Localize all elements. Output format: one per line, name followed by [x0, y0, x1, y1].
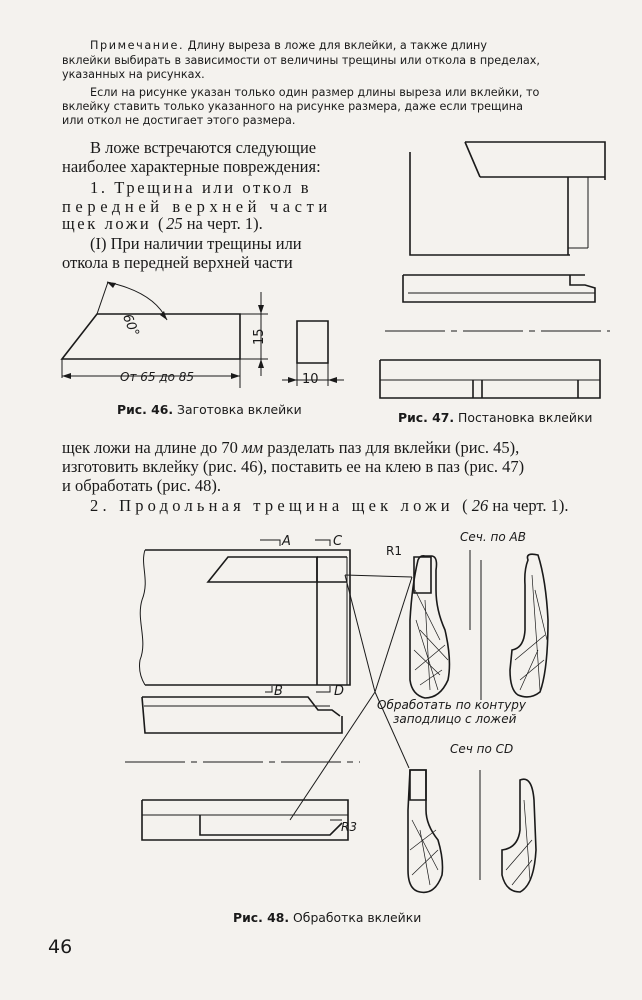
fig47-caption: Рис. 47. Постановка вклейки: [398, 410, 593, 425]
item1-line-1: 1. Трещина или откол в: [90, 178, 312, 197]
body-p1-line-2: наиболее характерные повреждения:: [62, 157, 321, 176]
figure-46: [50, 278, 360, 398]
body-p1-line-1: В ложе встречаются следующие: [90, 138, 317, 157]
fig48-section-ab: Сеч. по AB: [460, 530, 526, 544]
note-line-6: или откол не достигает этого размера.: [62, 114, 296, 127]
fig48-label-c: C: [333, 534, 343, 549]
figure-47: [370, 140, 620, 405]
fig48-label-d: D: [334, 684, 345, 699]
note-line-3: указанных на рисунках.: [62, 68, 205, 81]
fig48-label-r1: R1: [386, 544, 402, 558]
fig46-length-label: От 65 до 85: [120, 370, 195, 384]
body-p3-line-2: изготовить вклейку (рис. 46), поставить …: [62, 457, 525, 476]
figure-48: [120, 530, 600, 905]
note-line-1: Примечание. Длину выреза в ложе для вкле…: [90, 39, 487, 52]
body-p2-line-1: (I) При наличии трещины или: [90, 234, 302, 253]
fig48-label-a: A: [282, 534, 291, 549]
body-p3-line-3: и обработать (рис. 48).: [62, 476, 222, 495]
fig48-caption: Рис. 48. Обработка вклейки: [233, 910, 422, 925]
note-line-4: Если на рисунке указан только один разме…: [90, 86, 540, 99]
fig46-height-label: 15: [252, 328, 267, 345]
note-line-2: вклейки выбирать в зависимости от величи…: [62, 54, 540, 67]
note-line-5: вклейку ставить только указанного на рис…: [62, 100, 523, 113]
item1-line-2: передней верхней части: [62, 197, 332, 216]
fig48-note-line-2: заподлицо с ложей: [393, 712, 517, 726]
fig48-section-cd: Сеч по CD: [450, 742, 514, 756]
fig46-caption: Рис. 46. Заготовка вклейки: [117, 402, 302, 417]
fig46-width-label: 10: [302, 372, 319, 387]
page-number: 46: [48, 936, 73, 958]
body-p2-line-2: откола в передней верхней части: [62, 253, 293, 272]
fig48-label-b: B: [274, 684, 283, 699]
fig48-label-r3: R3: [341, 820, 357, 834]
item2-line: 2. Продольная трещина щек ложи (26 на че…: [90, 496, 569, 515]
body-p3-line-1: щек ложи на длине до 70 мм разделать паз…: [62, 438, 520, 457]
fig48-note-line-1: Обработать по контуру: [377, 698, 527, 712]
item1-line-3: щек ложи (25 на черт. 1).: [62, 214, 263, 233]
